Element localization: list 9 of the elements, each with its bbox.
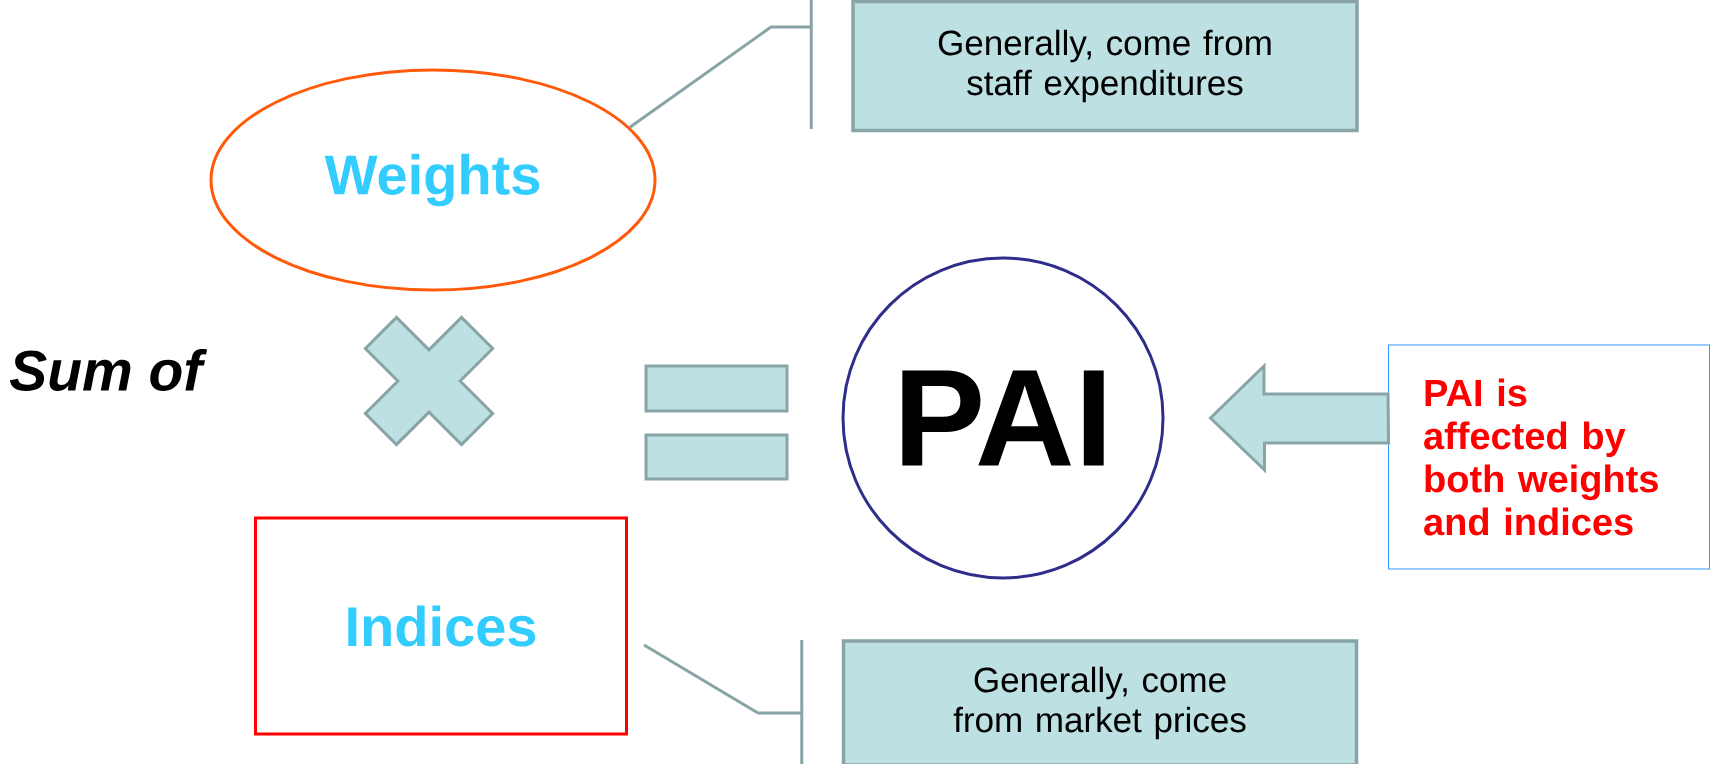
- equals-sign: [644, 364, 789, 481]
- callout-box: Generally, come from staff expenditures: [851, 0, 1359, 133]
- leader-line: [642, 638, 804, 764]
- multiply-sign: [363, 315, 495, 447]
- leader-line: [628, 0, 813, 131]
- indices-box: Indices: [254, 516, 628, 736]
- label-text: Sum of: [9, 349, 208, 391]
- callout-box: Generally, come from market prices: [841, 639, 1359, 764]
- note-box: PAI is affected by both weights and indices: [1388, 344, 1710, 570]
